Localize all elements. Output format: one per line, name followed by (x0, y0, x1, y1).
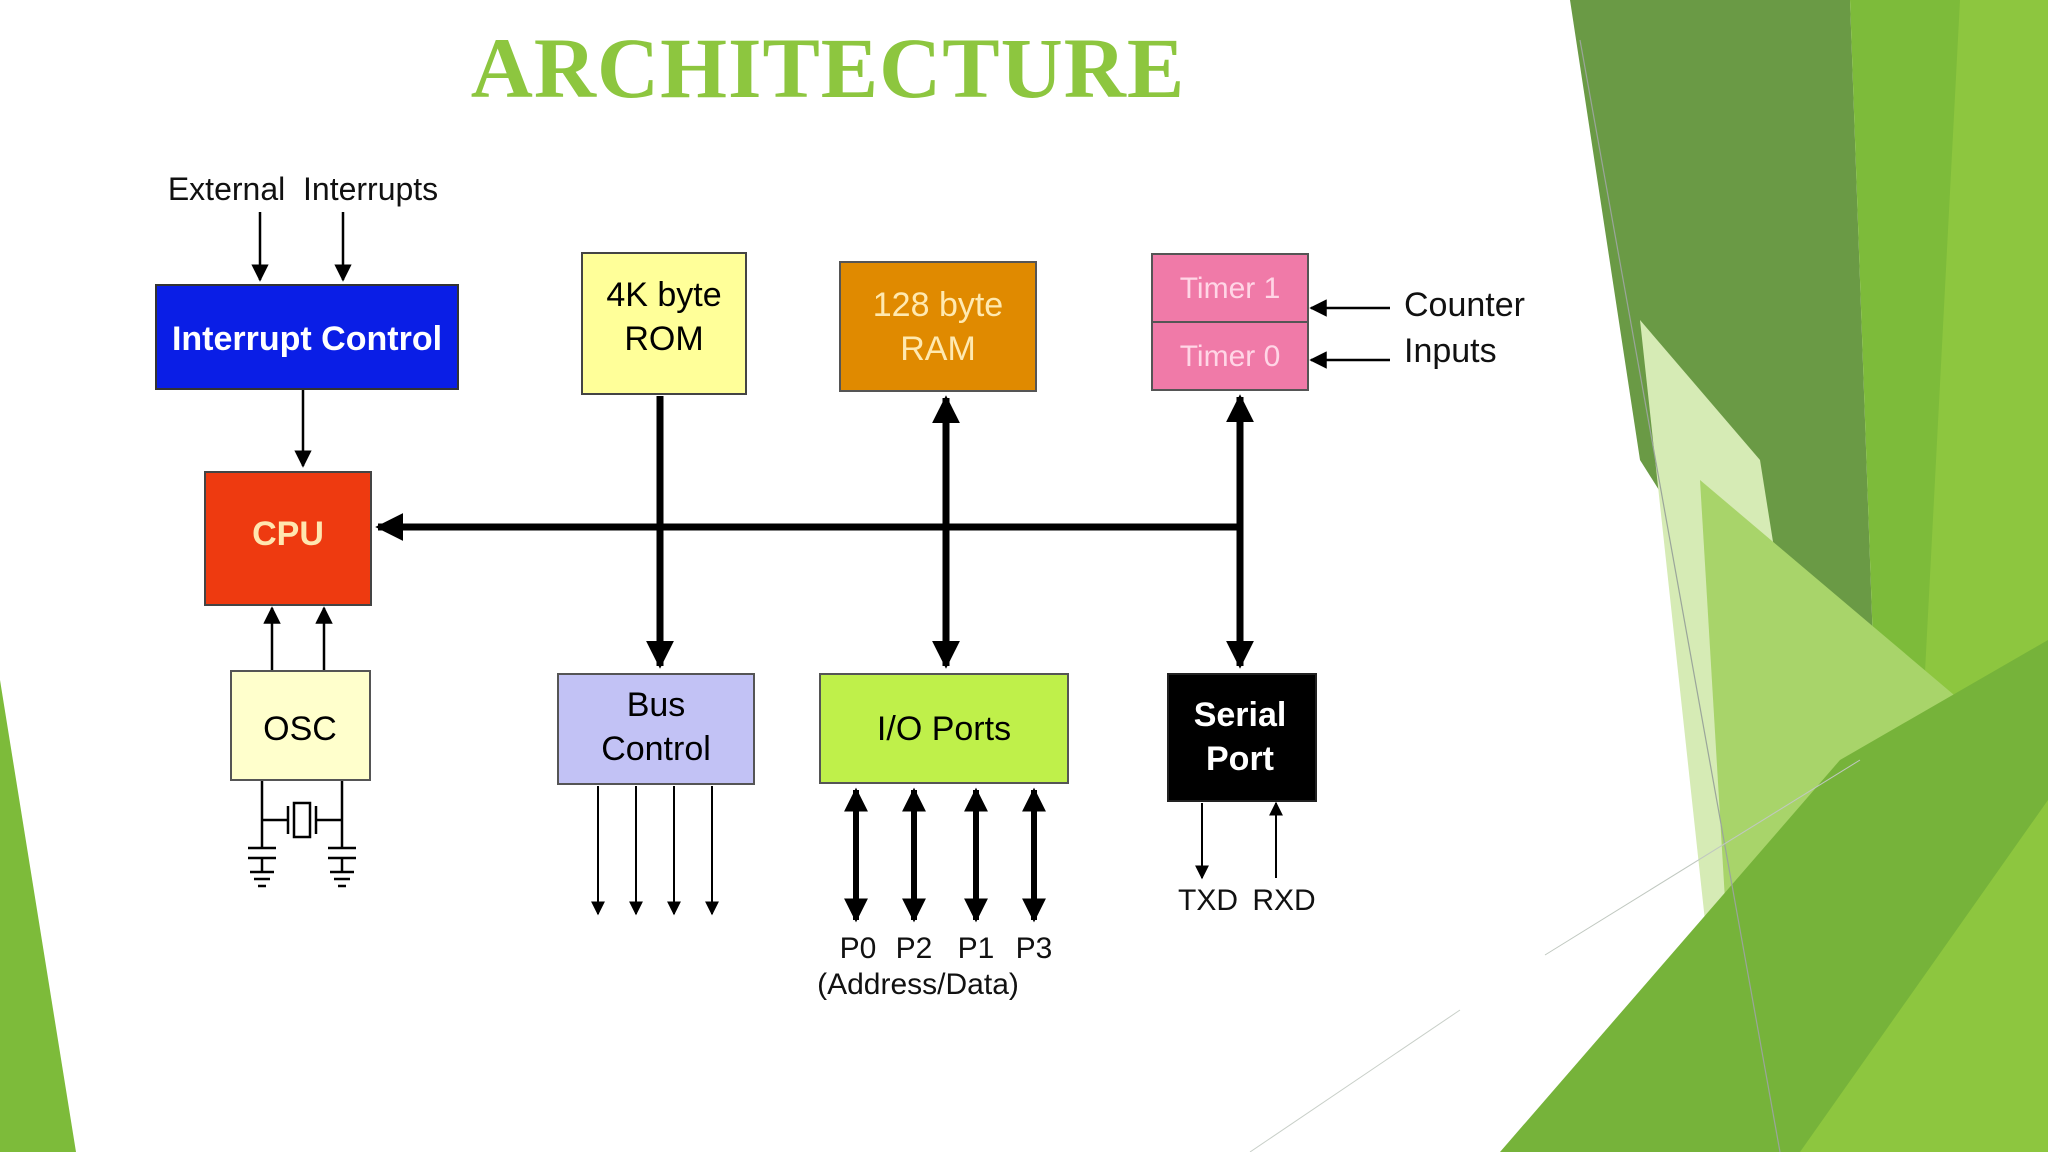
right-facet-lower-bright (1800, 800, 2048, 1152)
serial-port-label-line1: Serial (1194, 696, 1287, 734)
timer0-label: Timer 0 (1180, 340, 1281, 373)
left-green-shape (0, 680, 76, 1152)
ram-block: 128 byte RAM (839, 261, 1037, 392)
osc-label: OSC (263, 710, 337, 748)
decor-line-3 (1249, 1009, 1461, 1152)
osc-block: OSC (230, 670, 371, 781)
decor-line-2 (1544, 759, 1861, 956)
io-ports-block: I/O Ports (819, 673, 1069, 784)
timer0-block: Timer 0 (1151, 321, 1309, 391)
serial-port-label-line2: Port (1206, 740, 1274, 778)
io-ports-label: I/O Ports (877, 710, 1011, 748)
interrupt-control-label: Interrupt Control (172, 320, 442, 358)
port-label-p1: P1 (958, 932, 995, 965)
rom-label-line1: 4K byte (606, 276, 721, 314)
ram-label-line1: 128 byte (873, 286, 1003, 324)
timer1-block: Timer 1 (1151, 253, 1309, 323)
decor-line-1 (1579, 39, 1781, 1152)
external-interrupts-label: External Interrupts (168, 171, 438, 207)
bus-control-label-line1: Bus (627, 686, 686, 724)
bus-control-block: Bus Control (557, 673, 755, 785)
counter-inputs-label-line1: Counter (1404, 286, 1525, 324)
interrupt-control-block: Interrupt Control (155, 284, 459, 390)
bus-control-label-line2: Control (601, 730, 711, 768)
rom-block: 4K byte ROM (581, 252, 747, 395)
crystal-circuit (248, 781, 356, 888)
cpu-label: CPU (252, 515, 324, 553)
serial-port-block: Serial Port (1167, 673, 1317, 802)
txd-label: TXD (1178, 884, 1238, 917)
address-data-label: (Address/Data) (817, 968, 1019, 1001)
ram-label-line2: RAM (900, 330, 976, 368)
rom-label-line2: ROM (624, 320, 703, 358)
counter-inputs-label-line2: Inputs (1404, 332, 1497, 370)
rxd-label: RXD (1252, 884, 1315, 917)
port-label-p2: P2 (896, 932, 933, 965)
port-label-p3: P3 (1016, 932, 1053, 965)
slide-title: ARCHITECTURE (470, 20, 1186, 116)
port-label-p0: P0 (840, 932, 877, 965)
cpu-block: CPU (204, 471, 372, 606)
timer1-label: Timer 1 (1180, 272, 1281, 305)
